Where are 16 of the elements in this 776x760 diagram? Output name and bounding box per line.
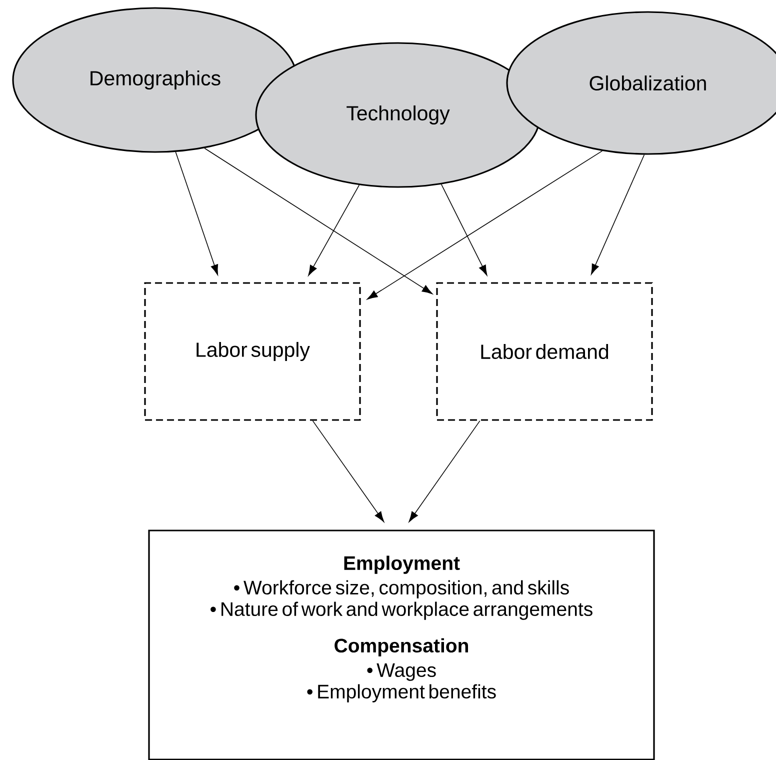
- arrow: [175, 152, 218, 276]
- arrow: [440, 184, 488, 276]
- arrow: [367, 150, 603, 300]
- bullet-item: • Wages: [367, 663, 436, 681]
- arrow: [591, 154, 645, 275]
- bullet-item: • Nature of work and workplace arrangements: [210, 602, 592, 620]
- section-heading: Employment: [344, 556, 460, 574]
- dashed-box: Labor demand: [436, 282, 653, 421]
- dashed-box: Labor supply: [144, 282, 361, 421]
- arrow: [408, 420, 480, 522]
- arrow: [308, 184, 360, 276]
- bullet-item: • Workforce size, composition, and skills: [234, 580, 569, 598]
- section-heading: Compensation: [334, 638, 468, 656]
- arrow: [204, 148, 433, 294]
- arrow: [312, 420, 384, 522]
- bullet-item: • Employment benefits: [307, 684, 496, 702]
